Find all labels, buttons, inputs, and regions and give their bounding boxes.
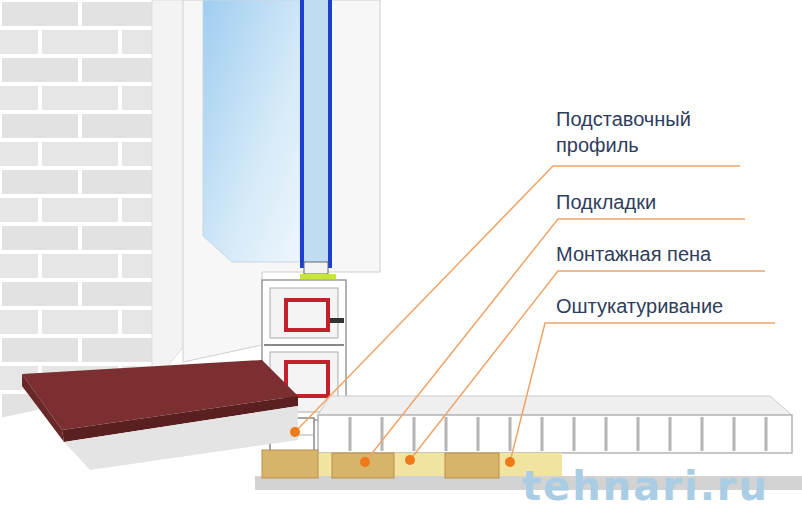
pad [262, 450, 318, 478]
leader-dots [290, 427, 515, 467]
gasket [300, 274, 336, 279]
window-glass [203, 0, 300, 262]
sill-cells [350, 417, 766, 451]
glass-pane [300, 0, 304, 268]
glass-pane [328, 0, 332, 268]
profile-wall [264, 344, 344, 346]
window-frame [183, 0, 380, 362]
ebb-edge [22, 374, 64, 442]
part-label: Подставочный профиль [556, 106, 746, 158]
brick-wall [0, 0, 152, 418]
pad [445, 453, 499, 478]
profile-chamber [270, 288, 338, 338]
gasket [330, 318, 344, 323]
leader-lines [295, 166, 775, 462]
reinforcement [286, 300, 328, 330]
part-label: Оштукатуривание [556, 293, 723, 319]
wall-reveal [152, 0, 185, 385]
sill-board [318, 415, 792, 453]
part-label: Монтажная пена [556, 241, 711, 267]
glass-unit [302, 0, 330, 266]
pad [332, 453, 394, 478]
watermark: tehnari.ru [522, 464, 769, 508]
spacer [304, 262, 328, 274]
part-label: Подкладки [556, 189, 656, 215]
sill-top [318, 396, 792, 415]
